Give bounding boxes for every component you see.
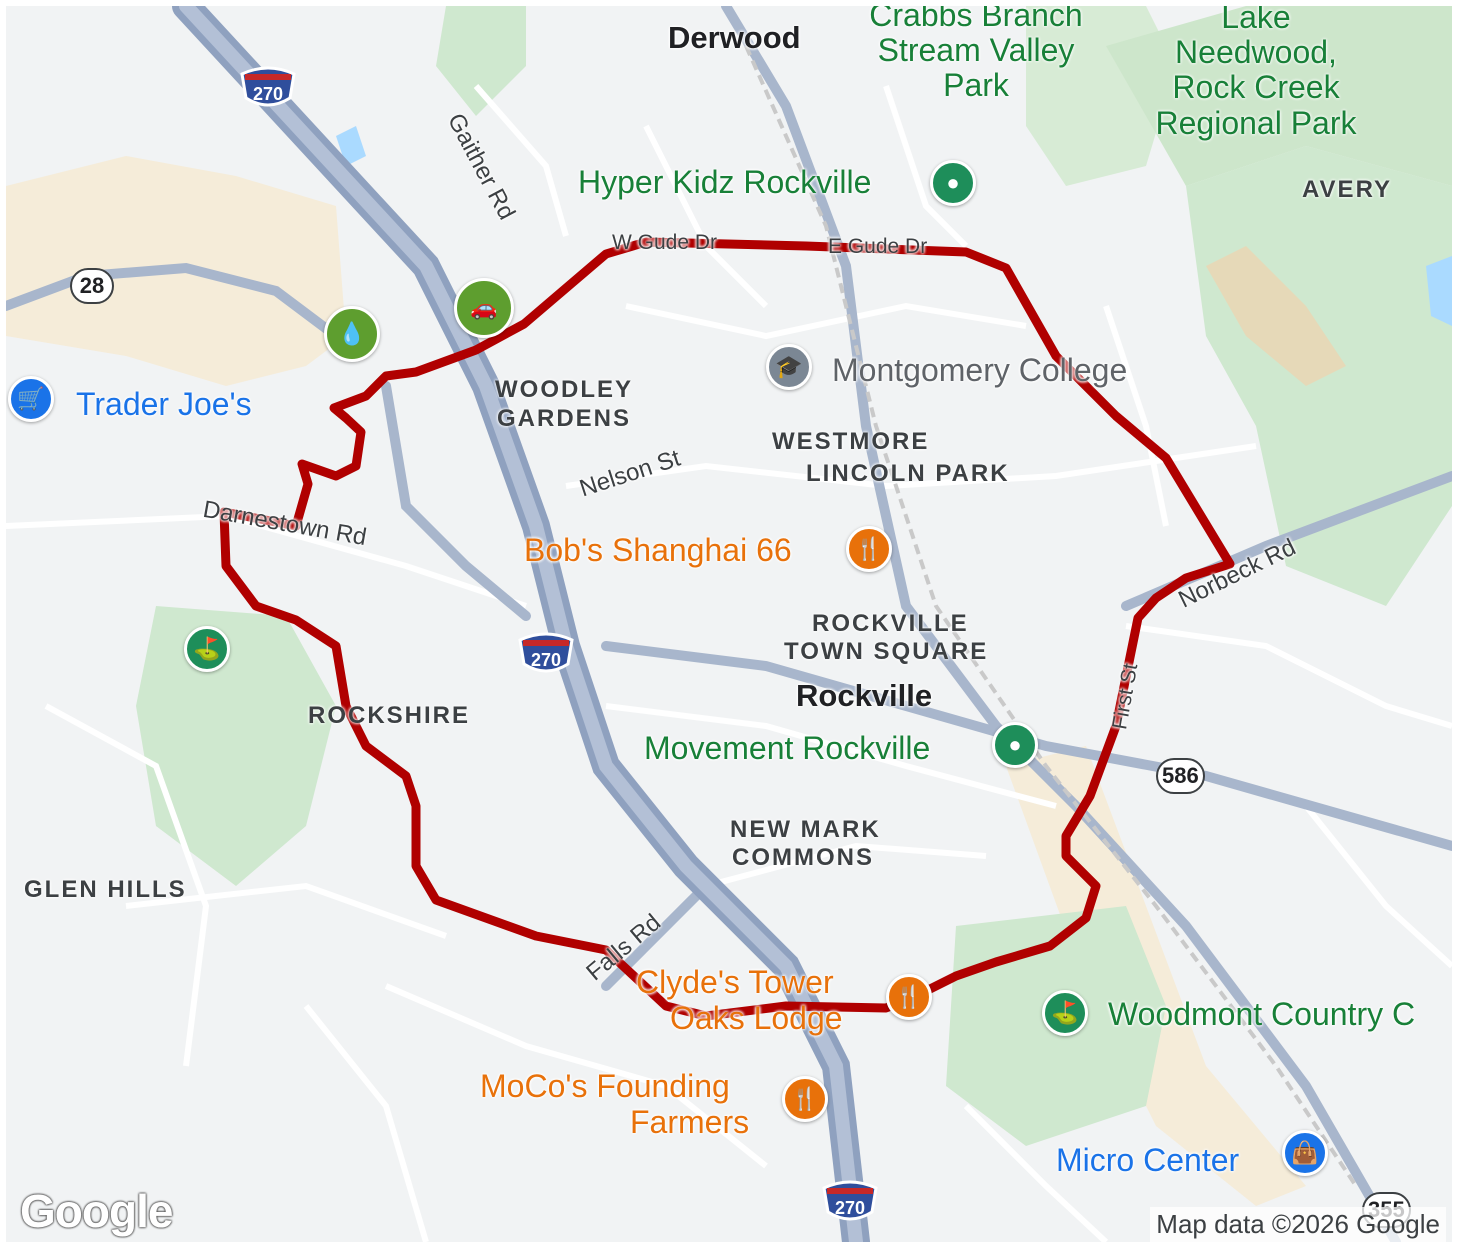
car-icon: 🚗 [470, 295, 498, 320]
mocos-pin[interactable]: 🍴 [782, 1076, 828, 1122]
hood-lincoln-park: LINCOLN PARK [806, 460, 1010, 487]
micro-center-pin[interactable]: 👜 [1282, 1130, 1328, 1176]
md28-shield: 28 [70, 268, 114, 304]
golf-icon: ⛳ [1051, 1000, 1079, 1025]
place-crabbs-branch: Crabbs Branch Stream Valley Park [869, 6, 1083, 104]
park-rockshire [136, 606, 336, 886]
hood-new-mark-1: NEW MARK [730, 816, 881, 843]
hyper-kidz-pin[interactable]: ● [930, 160, 976, 206]
i270-shield-central: 270 [518, 632, 574, 673]
shopping-bag-icon: 👜 [1291, 1140, 1319, 1165]
park-lake-needwood [1106, 6, 1452, 186]
arterial-roads [6, 6, 1452, 1242]
i270-shield-north: 270 [240, 66, 296, 107]
md586-shield: 586 [1156, 758, 1205, 794]
poi-woodmont[interactable]: Woodmont Country C [1108, 996, 1416, 1032]
bobs-shanghai-pin[interactable]: 🍴 [846, 526, 892, 572]
poi-clydes-1[interactable]: Clyde's Tower [636, 964, 834, 1000]
poi-mocos-1[interactable]: MoCo's Founding [480, 1068, 730, 1104]
trader-joes-pin[interactable]: 🛒 [8, 376, 54, 422]
golf-pin-woodmont[interactable]: ⛳ [1042, 990, 1088, 1036]
minor-streets [6, 84, 1452, 1242]
circle-dot-icon: ● [1008, 732, 1022, 757]
map-attribution[interactable]: Map data ©2026 Google [1150, 1207, 1446, 1242]
hood-new-mark-2: COMMONS [732, 844, 874, 871]
road-e-gude: E Gude Dr [828, 235, 928, 258]
poi-trader-joes[interactable]: Trader Joe's [76, 386, 252, 422]
map-view[interactable]: 270 270 270 28 586 355 Derwood Rockville… [6, 6, 1452, 1242]
i270-shield-south: 270 [822, 1180, 878, 1221]
place-lake-needwood: Lake Needwood, Rock Creek Regional Park [1155, 6, 1357, 141]
poi-movement-rockville[interactable]: Movement Rockville [644, 730, 931, 766]
hood-rockville-town-square-1: ROCKVILLE [812, 610, 969, 637]
hood-avery: AVERY [1302, 176, 1393, 203]
google-logo: Google [20, 1185, 173, 1237]
hood-westmore: WESTMORE [772, 428, 930, 455]
svg-text:270: 270 [253, 84, 283, 104]
place-derwood: Derwood [668, 20, 801, 55]
montgomery-college-pin[interactable]: 🎓 [766, 344, 812, 390]
golf-pin-west[interactable]: ⛳ [184, 626, 230, 672]
car-marker[interactable]: 🚗 [454, 278, 514, 338]
svg-text:270: 270 [531, 650, 561, 670]
hood-glen-hills: GLEN HILLS [24, 876, 187, 903]
terrain-ridge [1206, 246, 1346, 386]
movement-rockville-pin[interactable]: ● [992, 722, 1038, 768]
poi-clydes-2[interactable]: Oaks Lodge [670, 1000, 843, 1036]
developed-area-south [1006, 746, 1306, 1206]
clydes-pin[interactable]: 🍴 [886, 974, 932, 1020]
hood-rockville-town-square-2: TOWN SQUARE [784, 638, 989, 665]
water-drop-marker[interactable]: 💧 [324, 306, 380, 362]
park-north [436, 6, 526, 116]
svg-text:270: 270 [835, 1198, 865, 1218]
poi-bobs-shanghai[interactable]: Bob's Shanghai 66 [524, 532, 792, 568]
poi-montgomery-college[interactable]: Montgomery College [832, 352, 1128, 388]
hood-rockshire: ROCKSHIRE [308, 702, 471, 729]
lake [1426, 256, 1452, 326]
fork-knife-icon: 🍴 [791, 1086, 819, 1111]
road-w-gude: W Gude Dr [612, 231, 718, 254]
poi-hyper-kidz[interactable]: Hyper Kidz Rockville [578, 164, 872, 200]
poi-micro-center[interactable]: Micro Center [1056, 1142, 1240, 1178]
shopping-cart-icon: 🛒 [17, 386, 45, 411]
water-drop-icon: 💧 [338, 321, 366, 346]
map-canvas: 270 270 270 [6, 6, 1452, 1242]
hood-woodley-gardens: WOODLEY GARDENS [495, 376, 633, 432]
route-path [219, 237, 1235, 1021]
graduation-cap-icon: 🎓 [775, 354, 803, 379]
fork-knife-icon: 🍴 [855, 536, 883, 561]
poi-mocos-2[interactable]: Farmers [630, 1104, 750, 1140]
railway [744, 45, 1358, 1188]
circle-dot-icon: ● [946, 170, 960, 195]
golf-icon: ⛳ [193, 636, 221, 661]
fork-knife-icon: 🍴 [895, 984, 923, 1009]
place-rockville: Rockville [796, 678, 933, 713]
